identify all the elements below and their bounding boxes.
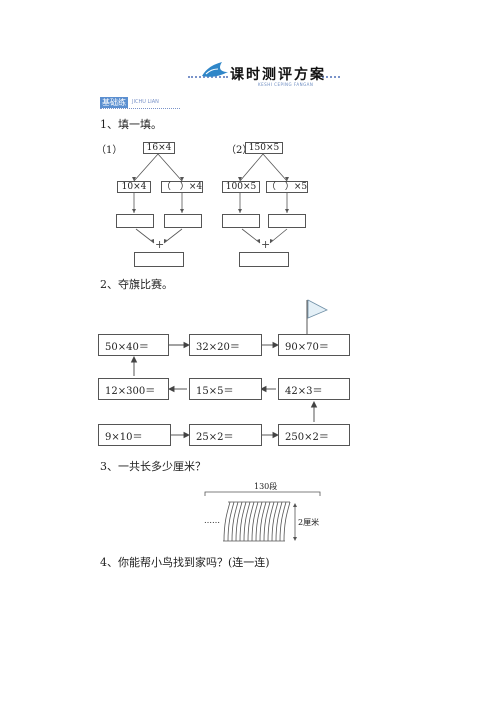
spring-coil — [283, 501, 291, 542]
q1-part2-left-answer[interactable] — [222, 214, 260, 228]
header-subtitle: KESHI CEPING FANGAN — [258, 82, 314, 87]
spring-coil — [275, 501, 283, 542]
q2-row3-box-1[interactable]: 9×10＝ — [98, 424, 171, 446]
q3-dots: …… — [204, 516, 220, 525]
section-badge-pinyin: JICHU LIAN — [132, 99, 159, 105]
header-right-dashes — [318, 76, 340, 78]
question-2-title: 2、夺旗比赛。 — [100, 278, 173, 291]
spring-coil — [235, 501, 243, 542]
q1-part1-left-answer[interactable] — [116, 214, 154, 228]
spring-coil — [247, 501, 255, 542]
q1-part1-sum-answer[interactable] — [134, 252, 184, 267]
q1-part2-right-box[interactable]: （ ）×5 — [266, 181, 308, 193]
q3-count-label: 130段 — [254, 482, 278, 491]
q2-row2-box-3[interactable]: 42×3＝ — [278, 378, 350, 400]
q1-part1-right-answer[interactable] — [164, 214, 202, 228]
q1-part2-sum-answer[interactable] — [239, 252, 289, 267]
spring-coil — [243, 501, 251, 542]
q2-row3-box-2[interactable]: 25×2＝ — [189, 424, 262, 446]
spring-coil — [223, 501, 231, 542]
spring-coil — [227, 501, 235, 542]
q2-row2-box-2[interactable]: 15×5＝ — [189, 378, 262, 400]
q1-part2-top-box: 150×5 — [245, 142, 283, 154]
q2-row1-box-3[interactable]: 90×70＝ — [278, 334, 350, 356]
q2-row3-box-3[interactable]: 250×2＝ — [278, 424, 350, 446]
q1-part1-left-box: 10×4 — [117, 181, 151, 193]
q2-row1-box-1[interactable]: 50×40＝ — [98, 334, 169, 356]
spring-coil — [231, 501, 239, 542]
section-badge-label: 基础练 — [102, 98, 126, 107]
q1-part2-label: （2） — [226, 145, 253, 156]
q1-part1-plus: + — [155, 238, 165, 251]
header-title: 课时测评方案 — [230, 67, 326, 83]
spring-coil — [251, 501, 259, 542]
spring-coil — [259, 501, 267, 542]
spring-coil — [279, 501, 287, 542]
section-badge-line — [100, 108, 180, 109]
q1-part1-label: （1） — [96, 145, 123, 156]
q1-part1-top-box: 16×4 — [143, 142, 175, 154]
spring-coil — [239, 501, 247, 542]
q2-row2-box-1[interactable]: 12×300＝ — [98, 378, 169, 400]
bird-logo-icon — [200, 60, 230, 82]
q2-row1-box-2[interactable]: 32×20＝ — [189, 334, 262, 356]
q1-part2-plus: + — [261, 238, 271, 251]
question-3-title: 3、一共长多少厘米？ — [100, 460, 206, 473]
q1-part2-right-answer[interactable] — [268, 214, 306, 228]
spring-coil — [271, 501, 279, 542]
spring-coil — [263, 501, 271, 542]
q3-unit-label: 2厘米 — [298, 518, 320, 527]
header-left-dashes — [188, 76, 228, 78]
q1-part2-left-box: 100×5 — [222, 181, 260, 193]
q1-part1-right-box[interactable]: （ ）×4 — [161, 181, 203, 193]
section-badge: 基础练 — [100, 97, 128, 108]
spring-coil — [255, 501, 263, 542]
spring-coil — [267, 501, 275, 542]
question-4-title: 4、你能帮小鸟找到家吗？(连一连) — [100, 556, 270, 569]
question-1-title: 1、填一填。 — [100, 118, 162, 131]
